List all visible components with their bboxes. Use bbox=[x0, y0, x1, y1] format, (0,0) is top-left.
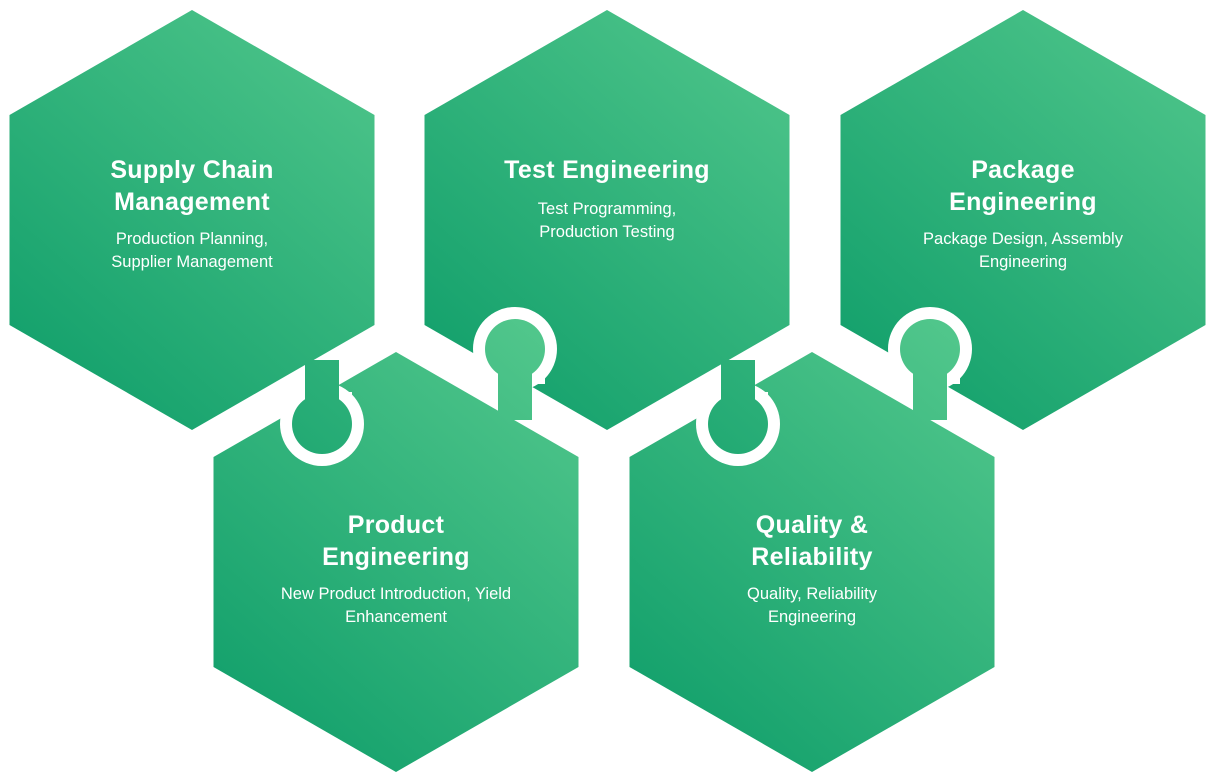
hexagon-quality-reliability: Quality & Reliability Quality, Reliabili… bbox=[662, 509, 962, 629]
hexagon-subtitle: Production Planning, Supplier Management bbox=[111, 230, 273, 271]
hexagon-title: Product Engineering bbox=[322, 511, 470, 571]
hexagon-subtitle: Package Design, Assembly Engineering bbox=[923, 230, 1123, 271]
puzzle-knob bbox=[292, 394, 352, 454]
hexagon-title: Quality & Reliability bbox=[751, 511, 873, 571]
puzzle-knob bbox=[485, 319, 545, 379]
hexagon-supply-chain: Supply Chain Management Production Plann… bbox=[42, 154, 342, 274]
hexagon-shape bbox=[9, 10, 375, 430]
hexagon-subtitle: New Product Introduction, Yield Enhancem… bbox=[280, 585, 512, 626]
hexagon-title: Package Engineering bbox=[949, 156, 1097, 216]
hexagon-subtitle: Test Programming, Production Testing bbox=[537, 200, 677, 241]
hexagon-title: Test Engineering bbox=[504, 156, 710, 184]
hexagon-test-engineering: Test Engineering Test Programming, Produ… bbox=[457, 154, 757, 244]
hexagon-subtitle: Quality, Reliability Engineering bbox=[747, 585, 877, 626]
hexagon-product-engineering: Product Engineering New Product Introduc… bbox=[246, 509, 546, 629]
puzzle-knob bbox=[900, 319, 960, 379]
hexagon-title: Supply Chain Management bbox=[110, 156, 274, 216]
puzzle-knob bbox=[708, 394, 768, 454]
hexagon-package-engineering: Package Engineering Package Design, Asse… bbox=[873, 154, 1173, 274]
